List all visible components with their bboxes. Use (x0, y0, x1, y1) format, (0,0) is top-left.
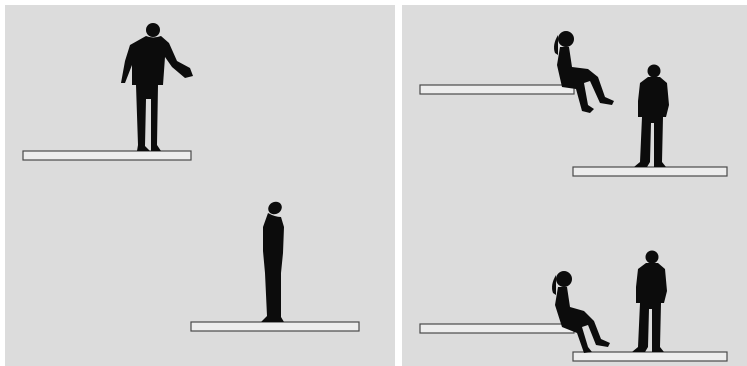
upper-ledge (23, 151, 191, 160)
bottom-right-ledge (573, 352, 727, 361)
lower-ledge (191, 322, 359, 331)
right-panel-scene (402, 5, 747, 366)
left-panel-scene (5, 5, 395, 366)
looking-up-man-silhouette (261, 199, 284, 322)
seated-woman-top-silhouette (554, 31, 614, 113)
standing-man-bottom-silhouette (632, 251, 667, 353)
standing-man-top-silhouette (634, 65, 669, 168)
right-panel (402, 5, 747, 366)
top-left-ledge (420, 85, 574, 94)
bottom-left-ledge (420, 324, 574, 333)
top-right-ledge (573, 167, 727, 176)
left-panel (5, 5, 395, 366)
gesturing-man-silhouette (121, 23, 193, 151)
seated-woman-bottom-silhouette (552, 271, 610, 353)
